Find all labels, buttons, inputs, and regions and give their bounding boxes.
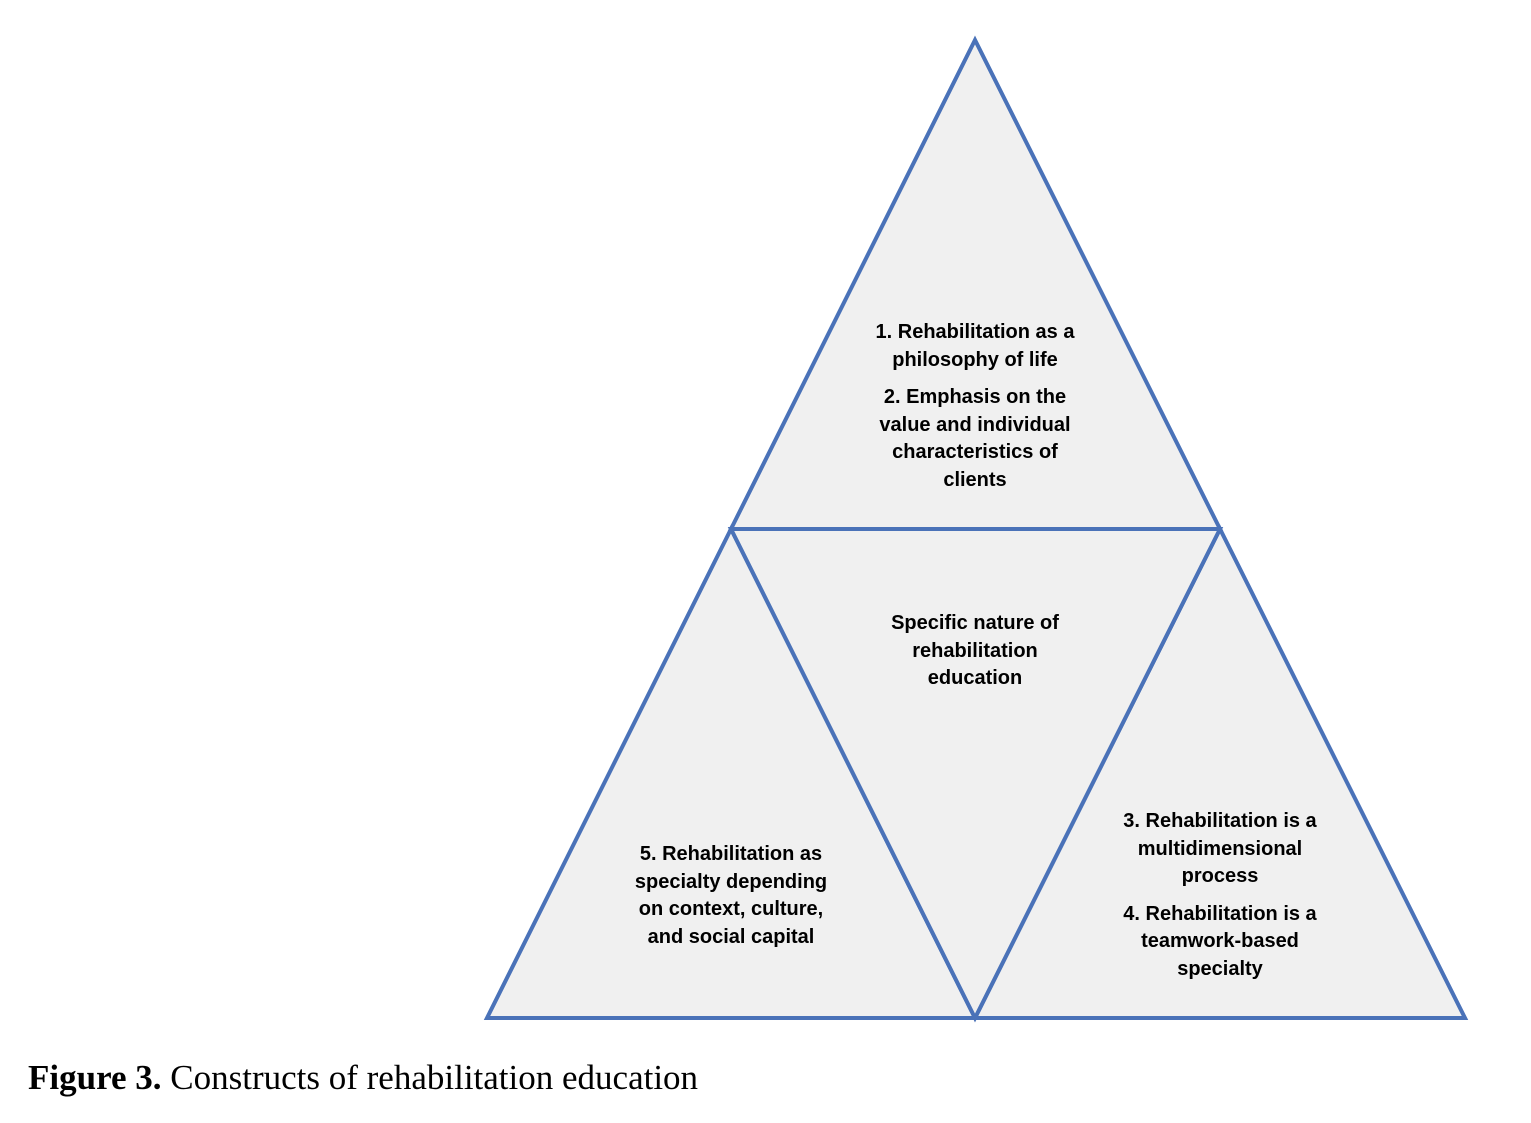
center-triangle [727, 527, 1224, 1023]
top-triangle-label: 1. Rehabilitation as a philosophy of lif… [876, 319, 1075, 494]
label-line: 5. Rehabilitation as [639, 843, 823, 865]
figure-caption-text: Constructs of rehabilitation education [161, 1058, 699, 1097]
label-line: 1. Rehabilitation as a [875, 321, 1075, 343]
label-line: value and individual [879, 413, 1071, 436]
label-line: multidimensional [1137, 837, 1303, 860]
label-line: 4. Rehabilitation is a [1123, 902, 1317, 925]
figure-number: Figure 3. [28, 1058, 162, 1097]
label-line: and social capital [647, 925, 815, 948]
center-triangle-label: Specific nature of rehabilitation educat… [891, 610, 1059, 693]
label-line: specialty depending [634, 870, 828, 893]
label-line: rehabilitation [912, 639, 1038, 662]
label-line: process [1181, 865, 1259, 887]
label-line: on context, culture, [638, 898, 824, 920]
label-line: 3. Rehabilitation is a [1123, 810, 1317, 832]
right-triangle-label: 3. Rehabilitation is a multidimensional … [1123, 808, 1316, 983]
label-line: education [927, 667, 1023, 689]
label-line: teamwork-based [1141, 930, 1299, 952]
left-triangle-label: 5. Rehabilitation as specialty depending… [635, 841, 827, 951]
label-line: 2. Emphasis on the [883, 386, 1067, 408]
label-line: characteristics of [892, 441, 1058, 463]
label-line: specialty [1177, 957, 1263, 980]
label-line: clients [943, 468, 1007, 491]
label-line: Specific nature of [891, 612, 1059, 634]
label-line: philosophy of life [892, 348, 1058, 371]
figure-caption: Figure 3. Constructs of rehabilitation e… [28, 1058, 698, 1098]
